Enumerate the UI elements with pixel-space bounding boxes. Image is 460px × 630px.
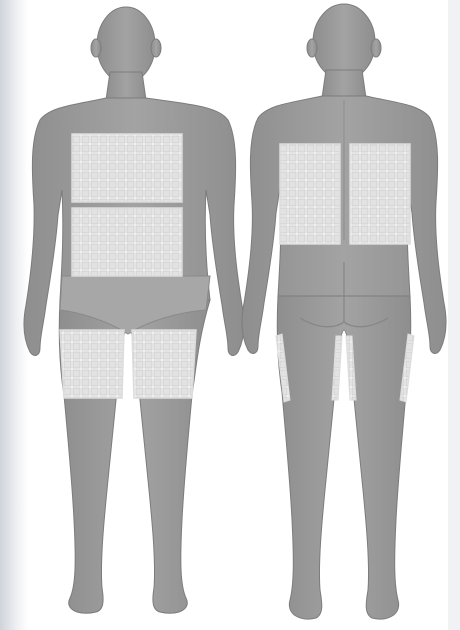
pad-upper-back-right [350,144,410,244]
right-sheen [448,0,460,630]
back-head [313,4,375,80]
pad-right-thigh [132,330,196,398]
front-left-ear [91,39,101,57]
pad-left-thigh [60,330,124,398]
pad-upper-back-left [280,144,340,244]
back-neck [322,70,366,98]
left-sheen [0,0,28,630]
back-right-ear [371,39,381,57]
back-legs [277,296,411,619]
front-right-ear [151,39,161,57]
pad-lower-torso [72,208,182,276]
pad-upper-torso [72,134,182,202]
back-left-ear [307,39,317,57]
front-pads [60,134,196,398]
front-neck [106,72,146,100]
